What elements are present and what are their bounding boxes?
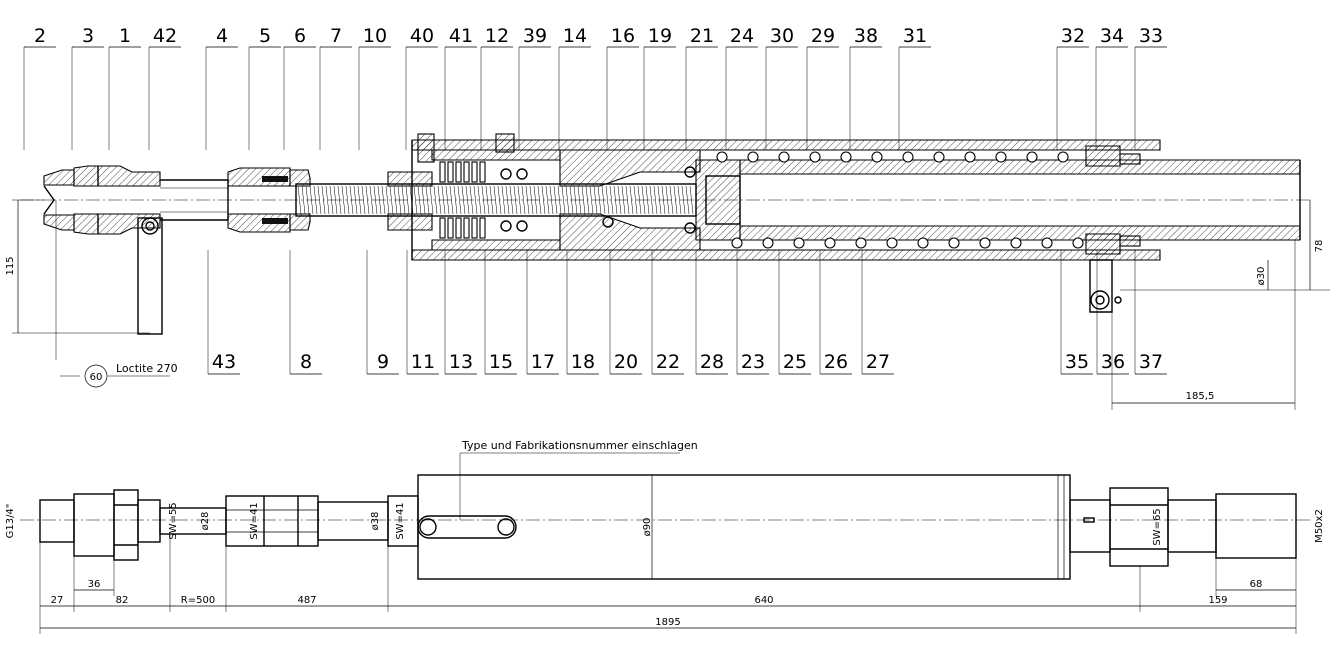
part-label-34: 34 (1100, 25, 1124, 47)
bottom-part-labels: 43 8 9 11 13 15 17 18 20 22 28 23 25 26 27 35 36 37 (207, 250, 1167, 375)
part-label-8: 8 (300, 351, 312, 373)
d38-label: ø38 (370, 512, 381, 531)
offset-dimension: 78 (1314, 240, 1325, 253)
part-label-37: 37 (1139, 351, 1163, 373)
part-label-6: 6 (294, 25, 306, 47)
part-label-20: 20 (614, 351, 638, 373)
part-label-5: 5 (259, 25, 271, 47)
part-label-21: 21 (690, 25, 714, 47)
part-label-39: 39 (523, 25, 547, 47)
part-label-10: 10 (363, 25, 387, 47)
part-label-11: 11 (411, 351, 435, 373)
thread-right-label: M50x2 (1314, 509, 1325, 543)
callout-text: Loctite 270 (116, 362, 178, 375)
sw65-label: SW=65 (1152, 508, 1163, 545)
part-label-12: 12 (485, 25, 509, 47)
part-label-26: 26 (824, 351, 848, 373)
part-label-43: 43 (212, 351, 236, 373)
sw41b-label: SW=41 (395, 502, 406, 539)
dim-27: 27 (51, 595, 64, 606)
dim-r500: R=500 (181, 595, 215, 606)
bore-dimension: ø30 (1256, 267, 1267, 286)
part-label-14: 14 (563, 25, 587, 47)
part-label-9: 9 (377, 351, 389, 373)
nameplate-note: Type und Fabrikationsnummer einschlagen (461, 439, 698, 452)
d90-label: ø90 (642, 518, 653, 537)
part-label-30: 30 (770, 25, 794, 47)
part-label-18: 18 (571, 351, 595, 373)
part-label-16: 16 (611, 25, 635, 47)
part-label-2: 2 (34, 25, 46, 47)
part-label-31: 31 (903, 25, 927, 47)
d28-label: ø28 (200, 512, 211, 531)
part-label-36: 36 (1101, 351, 1125, 373)
exterior-view (20, 452, 1310, 634)
height-dimension: 115 (5, 256, 16, 275)
callout-number: 60 (90, 372, 103, 383)
part-label-27: 27 (866, 351, 890, 373)
dim-total: 1895 (655, 617, 680, 628)
part-label-17: 17 (531, 351, 555, 373)
part-label-25: 25 (783, 351, 807, 373)
part-label-19: 19 (648, 25, 672, 47)
dim-159: 159 (1208, 595, 1227, 606)
part-label-38: 38 (854, 25, 878, 47)
dim-82: 82 (116, 595, 129, 606)
part-label-40: 40 (410, 25, 434, 47)
part-label-22: 22 (656, 351, 680, 373)
part-label-42: 42 (153, 25, 177, 47)
part-label-24: 24 (730, 25, 754, 47)
part-label-13: 13 (449, 351, 473, 373)
dim-36: 36 (88, 579, 101, 590)
sw55-label: SW=55 (168, 502, 179, 539)
part-label-23: 23 (741, 351, 765, 373)
section-view (12, 133, 1330, 410)
part-label-3: 3 (82, 25, 94, 47)
part-label-4: 4 (216, 25, 228, 47)
part-label-1: 1 (119, 25, 131, 47)
part-label-15: 15 (489, 351, 513, 373)
tail-dimension: 185,5 (1186, 391, 1215, 402)
sw41a-label: SW=41 (249, 502, 260, 539)
part-label-33: 33 (1139, 25, 1163, 47)
callout-circle (84, 364, 108, 388)
thread-left-label: G13/4" (5, 504, 16, 539)
dim-68: 68 (1250, 579, 1263, 590)
part-label-32: 32 (1061, 25, 1085, 47)
part-label-28: 28 (700, 351, 724, 373)
part-label-41: 41 (449, 25, 473, 47)
dim-640: 640 (754, 595, 773, 606)
dim-487: 487 (297, 595, 316, 606)
part-label-35: 35 (1065, 351, 1089, 373)
part-label-7: 7 (330, 25, 342, 47)
part-label-29: 29 (811, 25, 835, 47)
